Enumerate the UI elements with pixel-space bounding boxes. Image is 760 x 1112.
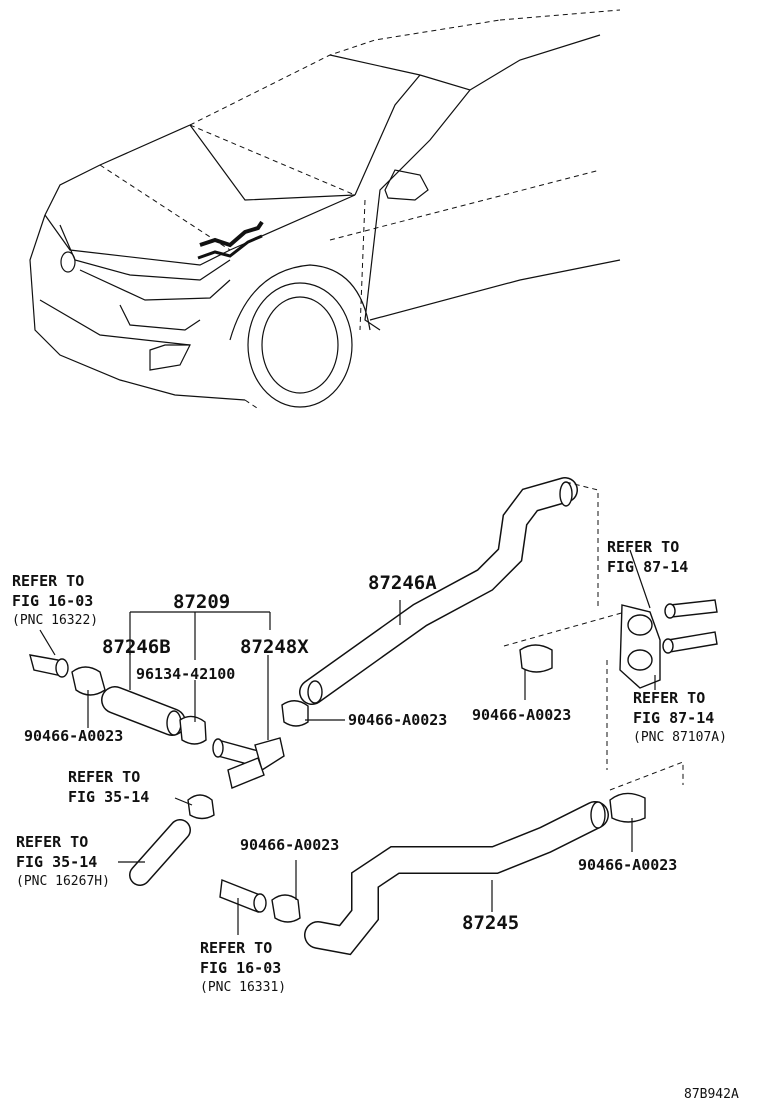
ref-tr-line1: REFER TO bbox=[607, 538, 679, 556]
car-illustration bbox=[29, 9, 621, 411]
ref-b-line1: REFER TO bbox=[200, 939, 272, 957]
ref-ll-line1: REFER TO bbox=[16, 833, 88, 851]
part-96134-label: 96134-42100 bbox=[136, 665, 235, 683]
part-87246B-label: 87246B bbox=[102, 636, 171, 658]
part-87248X-label: 87248X bbox=[240, 636, 309, 658]
hose-87246A bbox=[299, 477, 599, 705]
ref-ml-line1: REFER TO bbox=[68, 768, 140, 786]
clamp-left-label: 90466-A0023 bbox=[24, 727, 123, 745]
ref-tl-line1: REFER TO bbox=[12, 572, 84, 590]
part-87209-label: 87209 bbox=[173, 591, 230, 613]
ref-tl-line3: (PNC 16322) bbox=[12, 613, 98, 628]
ref-tl-line2: FIG 16-03 bbox=[12, 592, 93, 610]
clamp-mid-label: 90466-A0023 bbox=[348, 711, 447, 729]
ref-b-line2: FIG 16-03 bbox=[200, 959, 281, 977]
part-87246A-label: 87246A bbox=[368, 572, 437, 594]
part-87245-label: 87245 bbox=[462, 912, 519, 934]
figure-code: 87B942A bbox=[684, 1087, 739, 1102]
ref-r-line2: FIG 87-14 bbox=[633, 709, 714, 727]
right-grommet bbox=[503, 599, 718, 823]
ref-tr-line2: FIG 87-14 bbox=[607, 558, 688, 576]
leader-lines bbox=[39, 549, 656, 935]
ref-b-line3: (PNC 16331) bbox=[200, 980, 286, 995]
ref-r-line1: REFER TO bbox=[633, 689, 705, 707]
left-assembly bbox=[29, 654, 309, 923]
hose-87245 bbox=[304, 660, 684, 956]
ref-ll-line2: FIG 35-14 bbox=[16, 853, 97, 871]
ref-ll-line3: (PNC 16267H) bbox=[16, 874, 110, 889]
clamp-bottom-label: 90466-A0023 bbox=[240, 836, 339, 854]
labels: REFER TO FIG 16-03 (PNC 16322) 87209 872… bbox=[12, 538, 739, 1102]
ref-ml-line2: FIG 35-14 bbox=[68, 788, 149, 806]
ref-r-line3: (PNC 87107A) bbox=[633, 730, 727, 745]
clamp-right-lower-label: 90466-A0023 bbox=[578, 856, 677, 874]
clamp-right-upper-label: 90466-A0023 bbox=[472, 706, 571, 724]
